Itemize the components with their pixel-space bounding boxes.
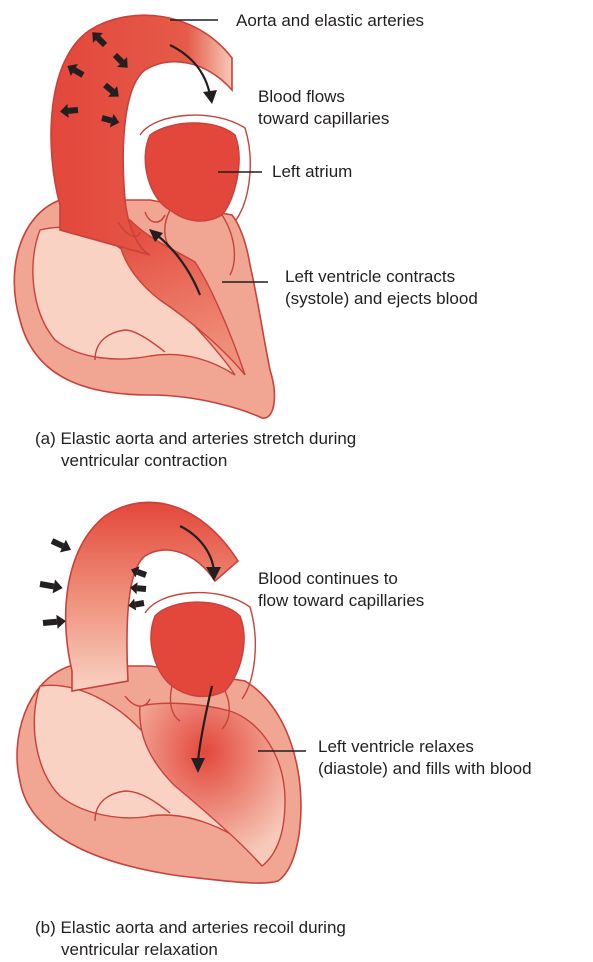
- caption-b: (b) Elastic aorta and arteries recoil du…: [35, 917, 346, 961]
- recoil-arrow: [49, 535, 74, 557]
- recoil-arrow: [39, 577, 64, 595]
- recoil-arrow: [42, 614, 66, 630]
- label-left-atrium: Left atrium: [272, 161, 352, 183]
- label-aorta: Aorta and elastic arteries: [236, 10, 424, 32]
- label-left-ventricle-relaxes: Left ventricle relaxes(diastole) and fil…: [318, 736, 532, 780]
- caption-a: (a) Elastic aorta and arteries stretch d…: [35, 428, 356, 472]
- heart-diastole-illustration: [0, 481, 593, 962]
- label-left-ventricle-contracts: Left ventricle contracts(systole) and ej…: [285, 266, 478, 310]
- heart-systole-illustration: [0, 0, 593, 481]
